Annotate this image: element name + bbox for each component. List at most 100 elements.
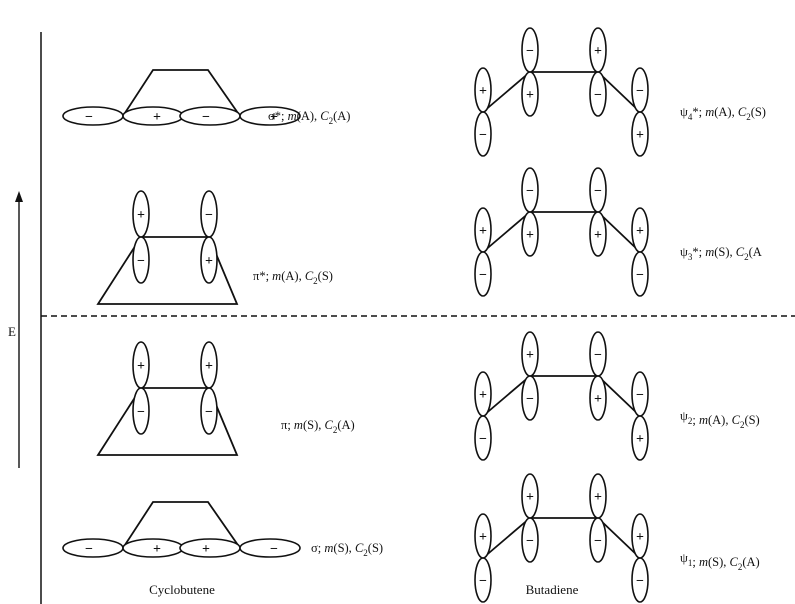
- orbital-phase-sign: −: [526, 392, 534, 407]
- orbital-phase-sign: +: [636, 530, 644, 545]
- orbital-phase-sign: +: [594, 490, 602, 505]
- orbital-phase-sign: −: [205, 405, 213, 420]
- orbital-phase-sign: +: [202, 542, 210, 557]
- p-orbital-bottom-lobe: [589, 211, 607, 257]
- p-orbital-bottom-lobe: [631, 415, 649, 461]
- butadiene-psi2: + − + − − + − + ψ2; m(A), C2(S): [474, 331, 760, 461]
- p-orbital-bottom-lobe: [132, 236, 150, 284]
- cyclobutene-name: Cyclobutene: [149, 582, 215, 597]
- p-orbital-bottom-lobe: [474, 111, 492, 157]
- carbon-chain: [482, 375, 641, 417]
- orbital-phase-sign: −: [636, 388, 644, 403]
- p-orbital-bottom-lobe: [631, 111, 649, 157]
- p-orbital-bottom-lobe: [200, 236, 218, 284]
- p-orbital-bottom-lobe: [589, 71, 607, 117]
- orbital-phase-sign: −: [526, 534, 534, 549]
- orbital-phase-sign: +: [479, 530, 487, 545]
- orbital-label: ψ3*; m(S), C2(A: [680, 245, 762, 262]
- orbital-phase-sign: −: [594, 348, 602, 363]
- orbital-phase-sign: −: [85, 110, 93, 125]
- energy-arrow: [15, 191, 23, 468]
- orbital-label: σ*; m(A), C2(A): [268, 109, 350, 126]
- orbital-phase-sign: +: [479, 84, 487, 99]
- butadiene-psi4: + − − + + − − + ψ4*; m(A), C2(S): [474, 27, 766, 157]
- orbital-phase-sign: −: [636, 84, 644, 99]
- orbital-phase-sign: +: [526, 490, 534, 505]
- ring-bonds: [122, 69, 241, 117]
- orbital-phase-sign: −: [636, 574, 644, 589]
- orbital-phase-sign: −: [636, 268, 644, 283]
- orbital-phase-sign: −: [594, 534, 602, 549]
- orbital-phase-sign: +: [526, 228, 534, 243]
- orbital-phase-sign: +: [594, 392, 602, 407]
- orbital-phase-sign: +: [636, 128, 644, 143]
- orbital-label: π; m(S), C2(A): [281, 418, 355, 435]
- orbital-phase-sign: +: [526, 348, 534, 363]
- carbon-chain: [482, 211, 641, 253]
- orbital-phase-sign: −: [137, 254, 145, 269]
- orbital-phase-sign: −: [137, 405, 145, 420]
- orbital-lobe: [239, 538, 301, 558]
- orbital-label: ψ1; m(S), C2(A): [680, 551, 760, 572]
- cyclobutene-column: −+−+σ*; m(A), C2(A)+−−+π*; m(A), C2(S)+−…: [62, 69, 383, 558]
- orbital-phase-sign: +: [479, 224, 487, 239]
- orbital-lobe: [62, 538, 124, 558]
- orbital-label: ψ4*; m(A), C2(S): [680, 105, 766, 122]
- carbon-chain: [482, 517, 641, 559]
- orbital-phase-sign: −: [205, 208, 213, 223]
- orbital-phase-sign: −: [526, 184, 534, 199]
- energy-axis-label: E: [8, 324, 16, 339]
- p-orbital-bottom-lobe: [631, 557, 649, 603]
- orbital-phase-sign: +: [153, 542, 161, 557]
- cyclobutene-sigma_star: −+−+σ*; m(A), C2(A): [62, 69, 350, 126]
- p-orbital-bottom-lobe: [589, 375, 607, 421]
- orbital-label: ψ2; m(A), C2(S): [680, 409, 760, 430]
- p-orbital-bottom-lobe: [521, 375, 539, 421]
- orbital-label: π*; m(A), C2(S): [253, 269, 333, 286]
- cyclobutene-pi_star: + − − + π*; m(A), C2(S): [96, 190, 333, 305]
- orbital-lobe: [179, 106, 241, 126]
- p-orbital-bottom-lobe: [474, 415, 492, 461]
- orbital-phase-sign: +: [137, 208, 145, 223]
- ring-bonds: [96, 387, 239, 456]
- orbital-phase-sign: +: [137, 359, 145, 374]
- orbital-phase-sign: −: [479, 432, 487, 447]
- ring-bonds: [96, 236, 239, 305]
- orbital-phase-sign: +: [479, 388, 487, 403]
- orbital-phase-sign: −: [526, 44, 534, 59]
- orbital-lobe: [62, 106, 124, 126]
- cyclobutene-sigma: −++−σ; m(S), C2(S): [62, 501, 383, 558]
- cyclobutene-pi: + − + − π; m(S), C2(A): [96, 341, 355, 456]
- p-orbital-bottom-lobe: [521, 71, 539, 117]
- orbital-phase-sign: +: [594, 44, 602, 59]
- orbital-lobe: [239, 106, 301, 126]
- orbital-phase-sign: +: [636, 432, 644, 447]
- orbital-phase-sign: −: [479, 268, 487, 283]
- butadiene-psi3: + − − + − + + − ψ3*; m(S), C2(A: [474, 167, 762, 297]
- orbital-lobe: [179, 538, 241, 558]
- butadiene-psi1: + − + − + − + − ψ1; m(S), C2(A): [474, 473, 760, 603]
- orbital-phase-sign: −: [594, 184, 602, 199]
- orbital-phase-sign: +: [636, 224, 644, 239]
- orbital-phase-sign: +: [594, 228, 602, 243]
- butadiene-column: + − − + + − − + ψ4*; m(A), C2(S) + − − + − + + − ψ3*; m(S…: [474, 27, 766, 603]
- orbital-phase-sign: +: [205, 254, 213, 269]
- p-orbital-bottom-lobe: [200, 387, 218, 435]
- p-orbital-bottom-lobe: [631, 251, 649, 297]
- orbital-phase-sign: +: [526, 88, 534, 103]
- orbital-phase-sign: −: [479, 574, 487, 589]
- orbital-phase-sign: −: [594, 88, 602, 103]
- orbital-phase-sign: +: [153, 110, 161, 125]
- carbon-chain: [482, 71, 641, 113]
- orbital-phase-sign: −: [202, 110, 210, 125]
- p-orbital-bottom-lobe: [521, 517, 539, 563]
- p-orbital-bottom-lobe: [589, 517, 607, 563]
- p-orbital-bottom-lobe: [521, 211, 539, 257]
- orbital-phase-sign: +: [205, 359, 213, 374]
- p-orbital-bottom-lobe: [474, 251, 492, 297]
- orbital-phase-sign: −: [479, 128, 487, 143]
- p-orbital-bottom-lobe: [132, 387, 150, 435]
- orbital-phase-sign: +: [270, 110, 278, 125]
- ring-bonds: [122, 501, 241, 549]
